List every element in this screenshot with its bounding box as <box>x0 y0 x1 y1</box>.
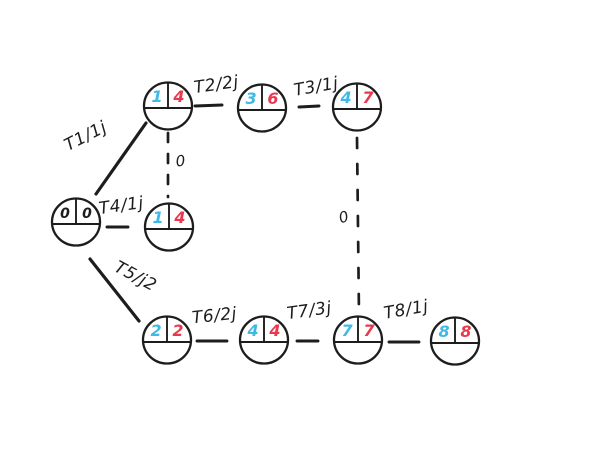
edge-t5-line <box>88 257 141 323</box>
node-late-value: 4 <box>172 87 184 106</box>
node-early-value: 2 <box>150 321 161 340</box>
node-late-value: 7 <box>362 88 374 107</box>
node-late-value: 8 <box>460 322 471 341</box>
edge-t5-label: T5/j2 <box>111 257 160 296</box>
edge-t1-line <box>94 121 148 196</box>
node-middle: 1 4 <box>143 202 195 252</box>
node-late-value: 0 <box>82 206 92 222</box>
slack-label-right: 0 <box>337 207 351 227</box>
node-early-value: 3 <box>245 89 256 108</box>
node-late-value: 6 <box>267 89 278 108</box>
node-late-value: 4 <box>268 321 280 340</box>
node-early-value: 1 <box>152 208 163 227</box>
node-early-value: 8 <box>438 322 449 341</box>
node-top-2: 3 6 <box>236 83 288 133</box>
node-early-value: 0 <box>60 206 70 222</box>
node-late-value: 7 <box>363 321 375 340</box>
node-early-value: 4 <box>339 88 351 107</box>
node-bottom-2: 4 4 <box>238 315 290 365</box>
node-early-value: 7 <box>341 321 353 340</box>
edge-t1-label: T1/1j <box>61 117 110 155</box>
edge-t8-label: T8/1j <box>382 296 430 324</box>
node-early-value: 4 <box>246 321 258 340</box>
node-start: 0 0 <box>50 197 102 247</box>
node-top-1: 1 4 <box>142 81 194 131</box>
node-late-value: 2 <box>172 321 183 340</box>
slack-label-left: 0 <box>175 152 186 171</box>
edge-t6-label: T6/2j <box>191 304 238 329</box>
node-bottom-1: 2 2 <box>141 315 193 365</box>
node-bottom-3: 7 7 <box>332 315 384 365</box>
node-late-value: 4 <box>173 208 185 227</box>
node-top-3: 4 7 <box>331 82 383 132</box>
edge-t3-label: T3/1j <box>292 73 340 101</box>
edge-t3-line <box>297 104 321 109</box>
edge-t4-label: T4/1j <box>98 193 145 219</box>
edge-t2-label: T2/2j <box>193 72 240 98</box>
edge-t7-label: T7/3j <box>286 298 333 324</box>
dashed-dependency-right-line <box>355 136 361 318</box>
node-early-value: 1 <box>151 87 162 106</box>
edge-t2-line <box>193 103 224 108</box>
node-bottom-4: 8 8 <box>429 316 481 366</box>
